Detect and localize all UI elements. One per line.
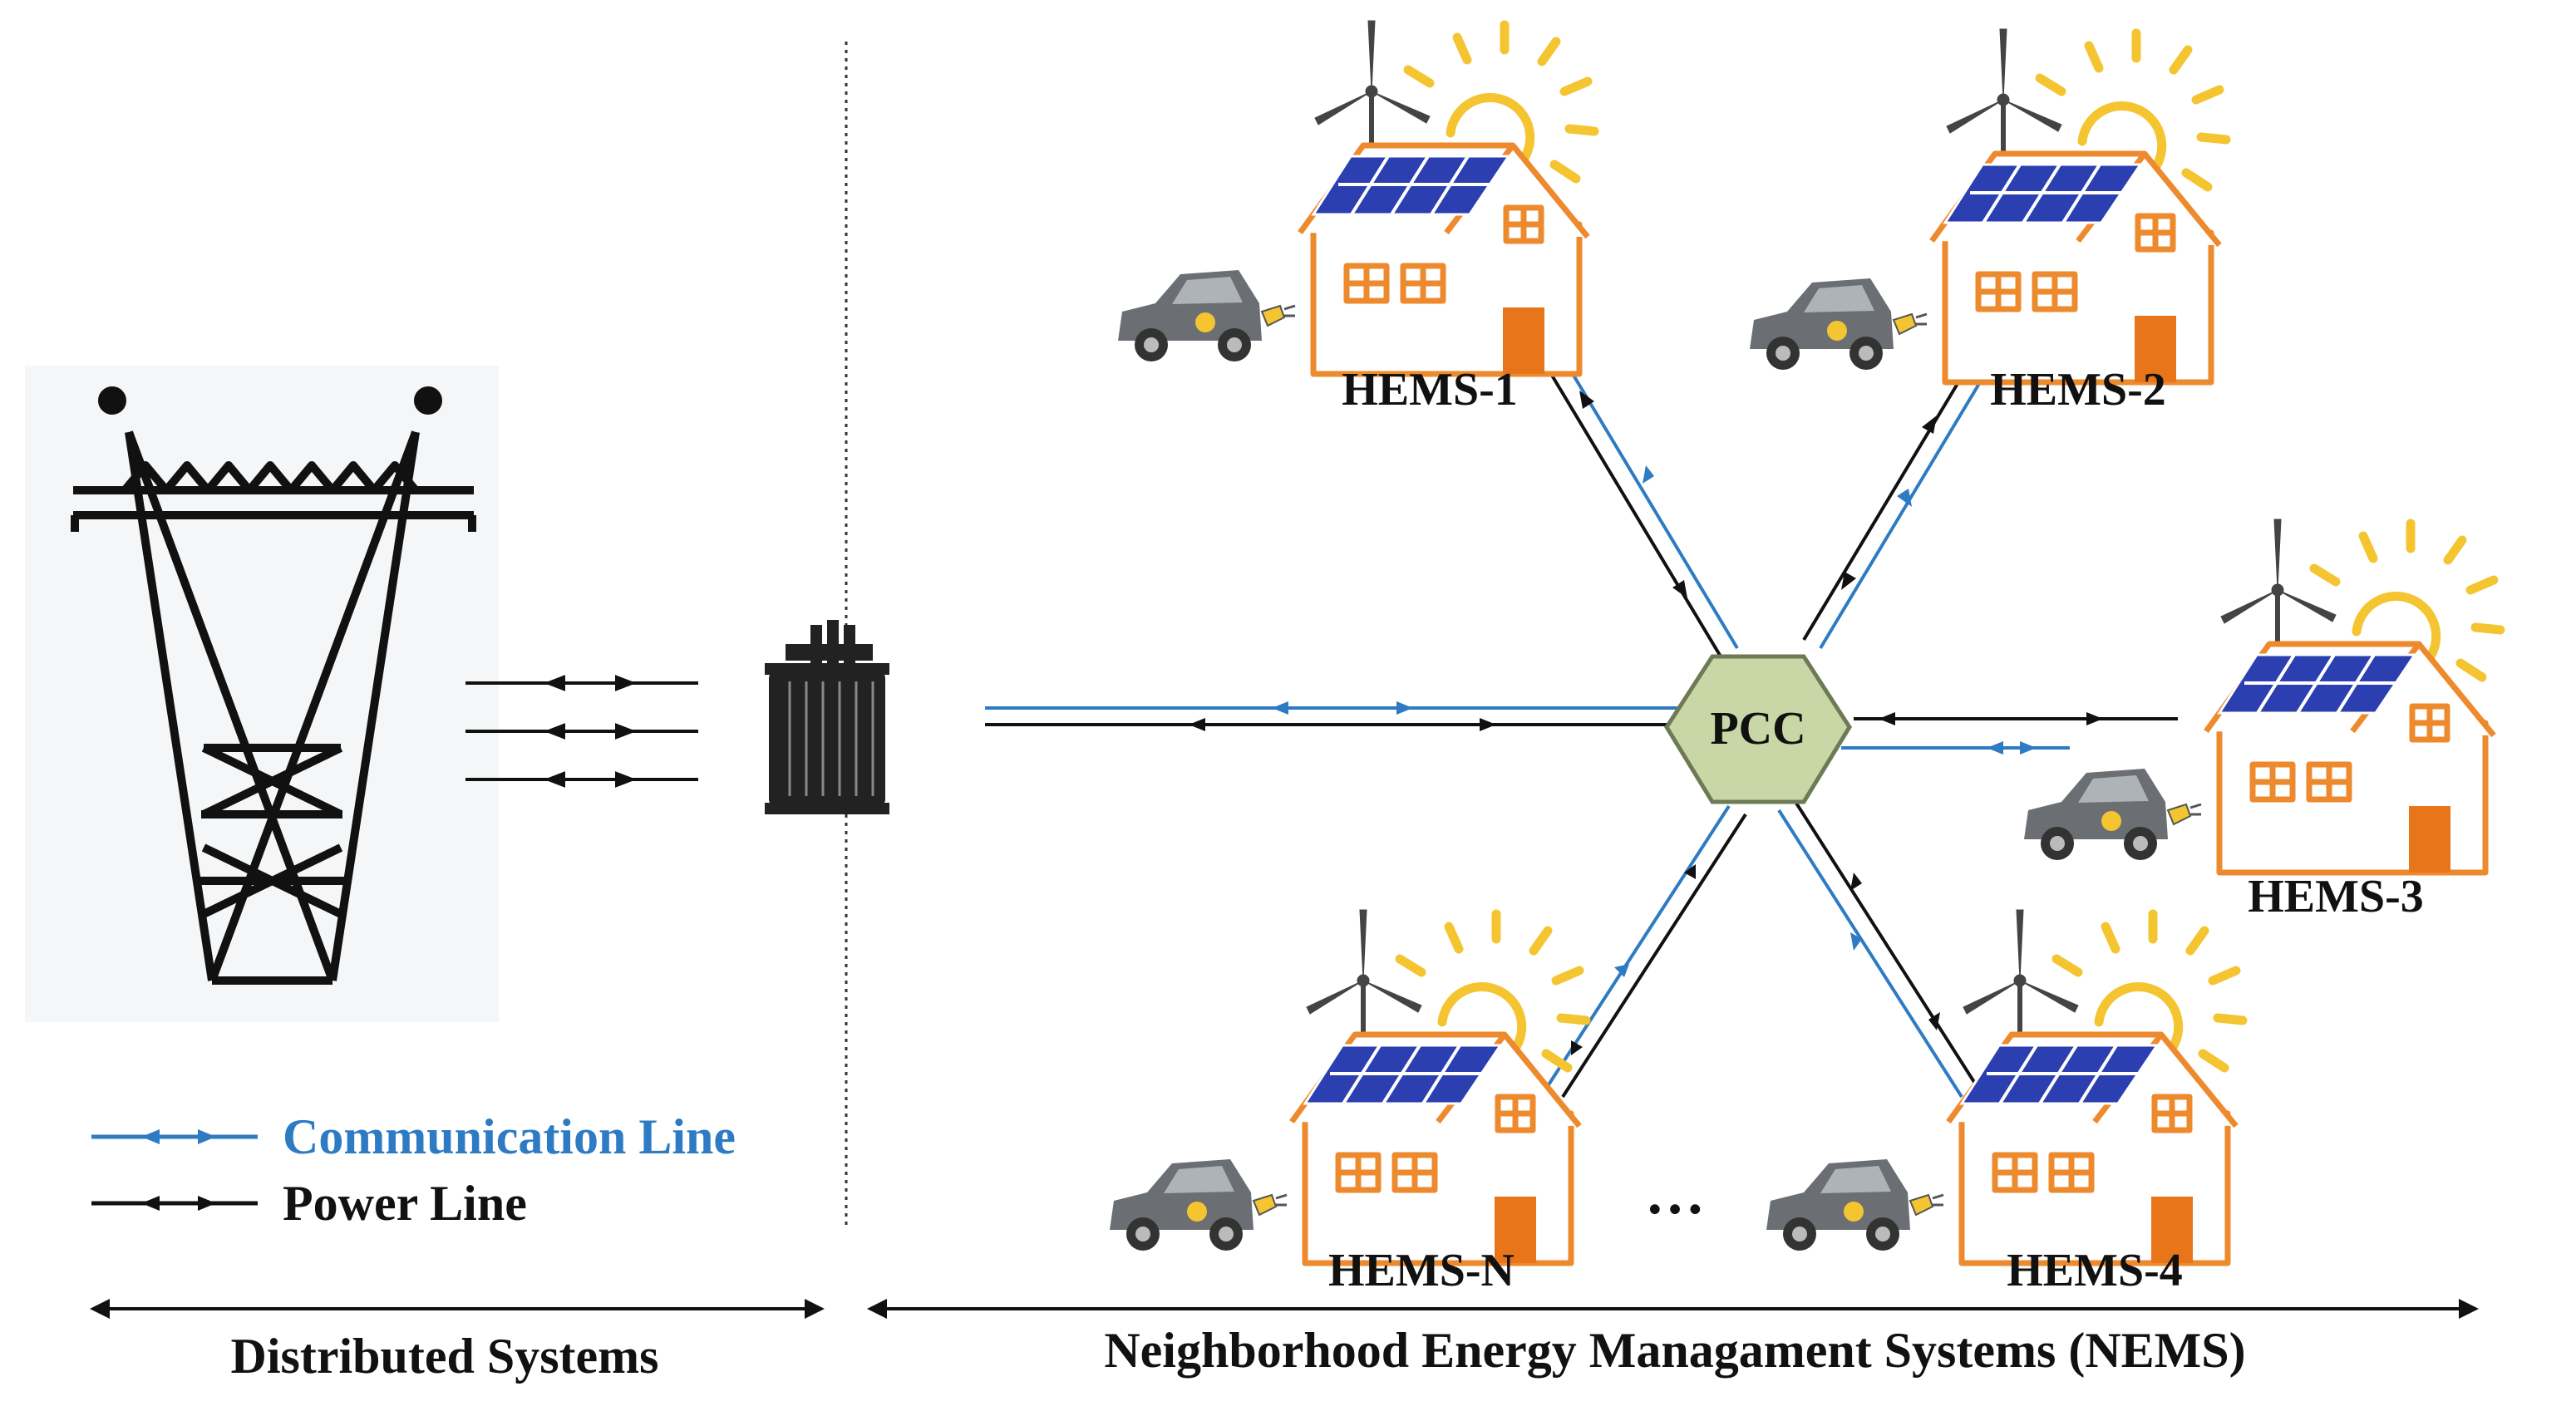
spoke-arrows xyxy=(1571,391,2103,1055)
home-hems-1 xyxy=(1118,21,1594,374)
home-hems-3 xyxy=(2024,519,2500,873)
hems-2-label: HEMS-2 xyxy=(1990,364,2166,415)
hems-3-label: HEMS-3 xyxy=(2248,871,2424,922)
distribution-lines xyxy=(465,675,698,788)
transmission-tower-icon xyxy=(25,366,499,1022)
home-hems-2 xyxy=(1750,29,2226,382)
home-hems-4 xyxy=(1766,910,2243,1263)
distributed-systems-label: Distributed Systems xyxy=(230,1329,658,1384)
hems-n-label: HEMS-N xyxy=(1328,1245,1515,1296)
spoke-lines xyxy=(1544,347,2178,1099)
nems-label: Neighborhood Energy Managament Systems (… xyxy=(1104,1323,2245,1378)
trunk-line xyxy=(985,701,1687,731)
transformer-icon xyxy=(765,620,889,814)
ellipsis-label: … xyxy=(1645,1160,1705,1227)
legend: Communication Line Power Line xyxy=(91,1109,736,1231)
legend-communication-label: Communication Line xyxy=(283,1109,736,1164)
hems-4-label: HEMS-4 xyxy=(2007,1245,2183,1296)
hems-1-label: HEMS-1 xyxy=(1342,364,1518,415)
pcc-label: PCC xyxy=(1710,703,1805,755)
pcc-hub: PCC xyxy=(1664,654,1852,804)
home-hems-n xyxy=(1110,910,1586,1263)
legend-power-label: Power Line xyxy=(283,1176,527,1231)
